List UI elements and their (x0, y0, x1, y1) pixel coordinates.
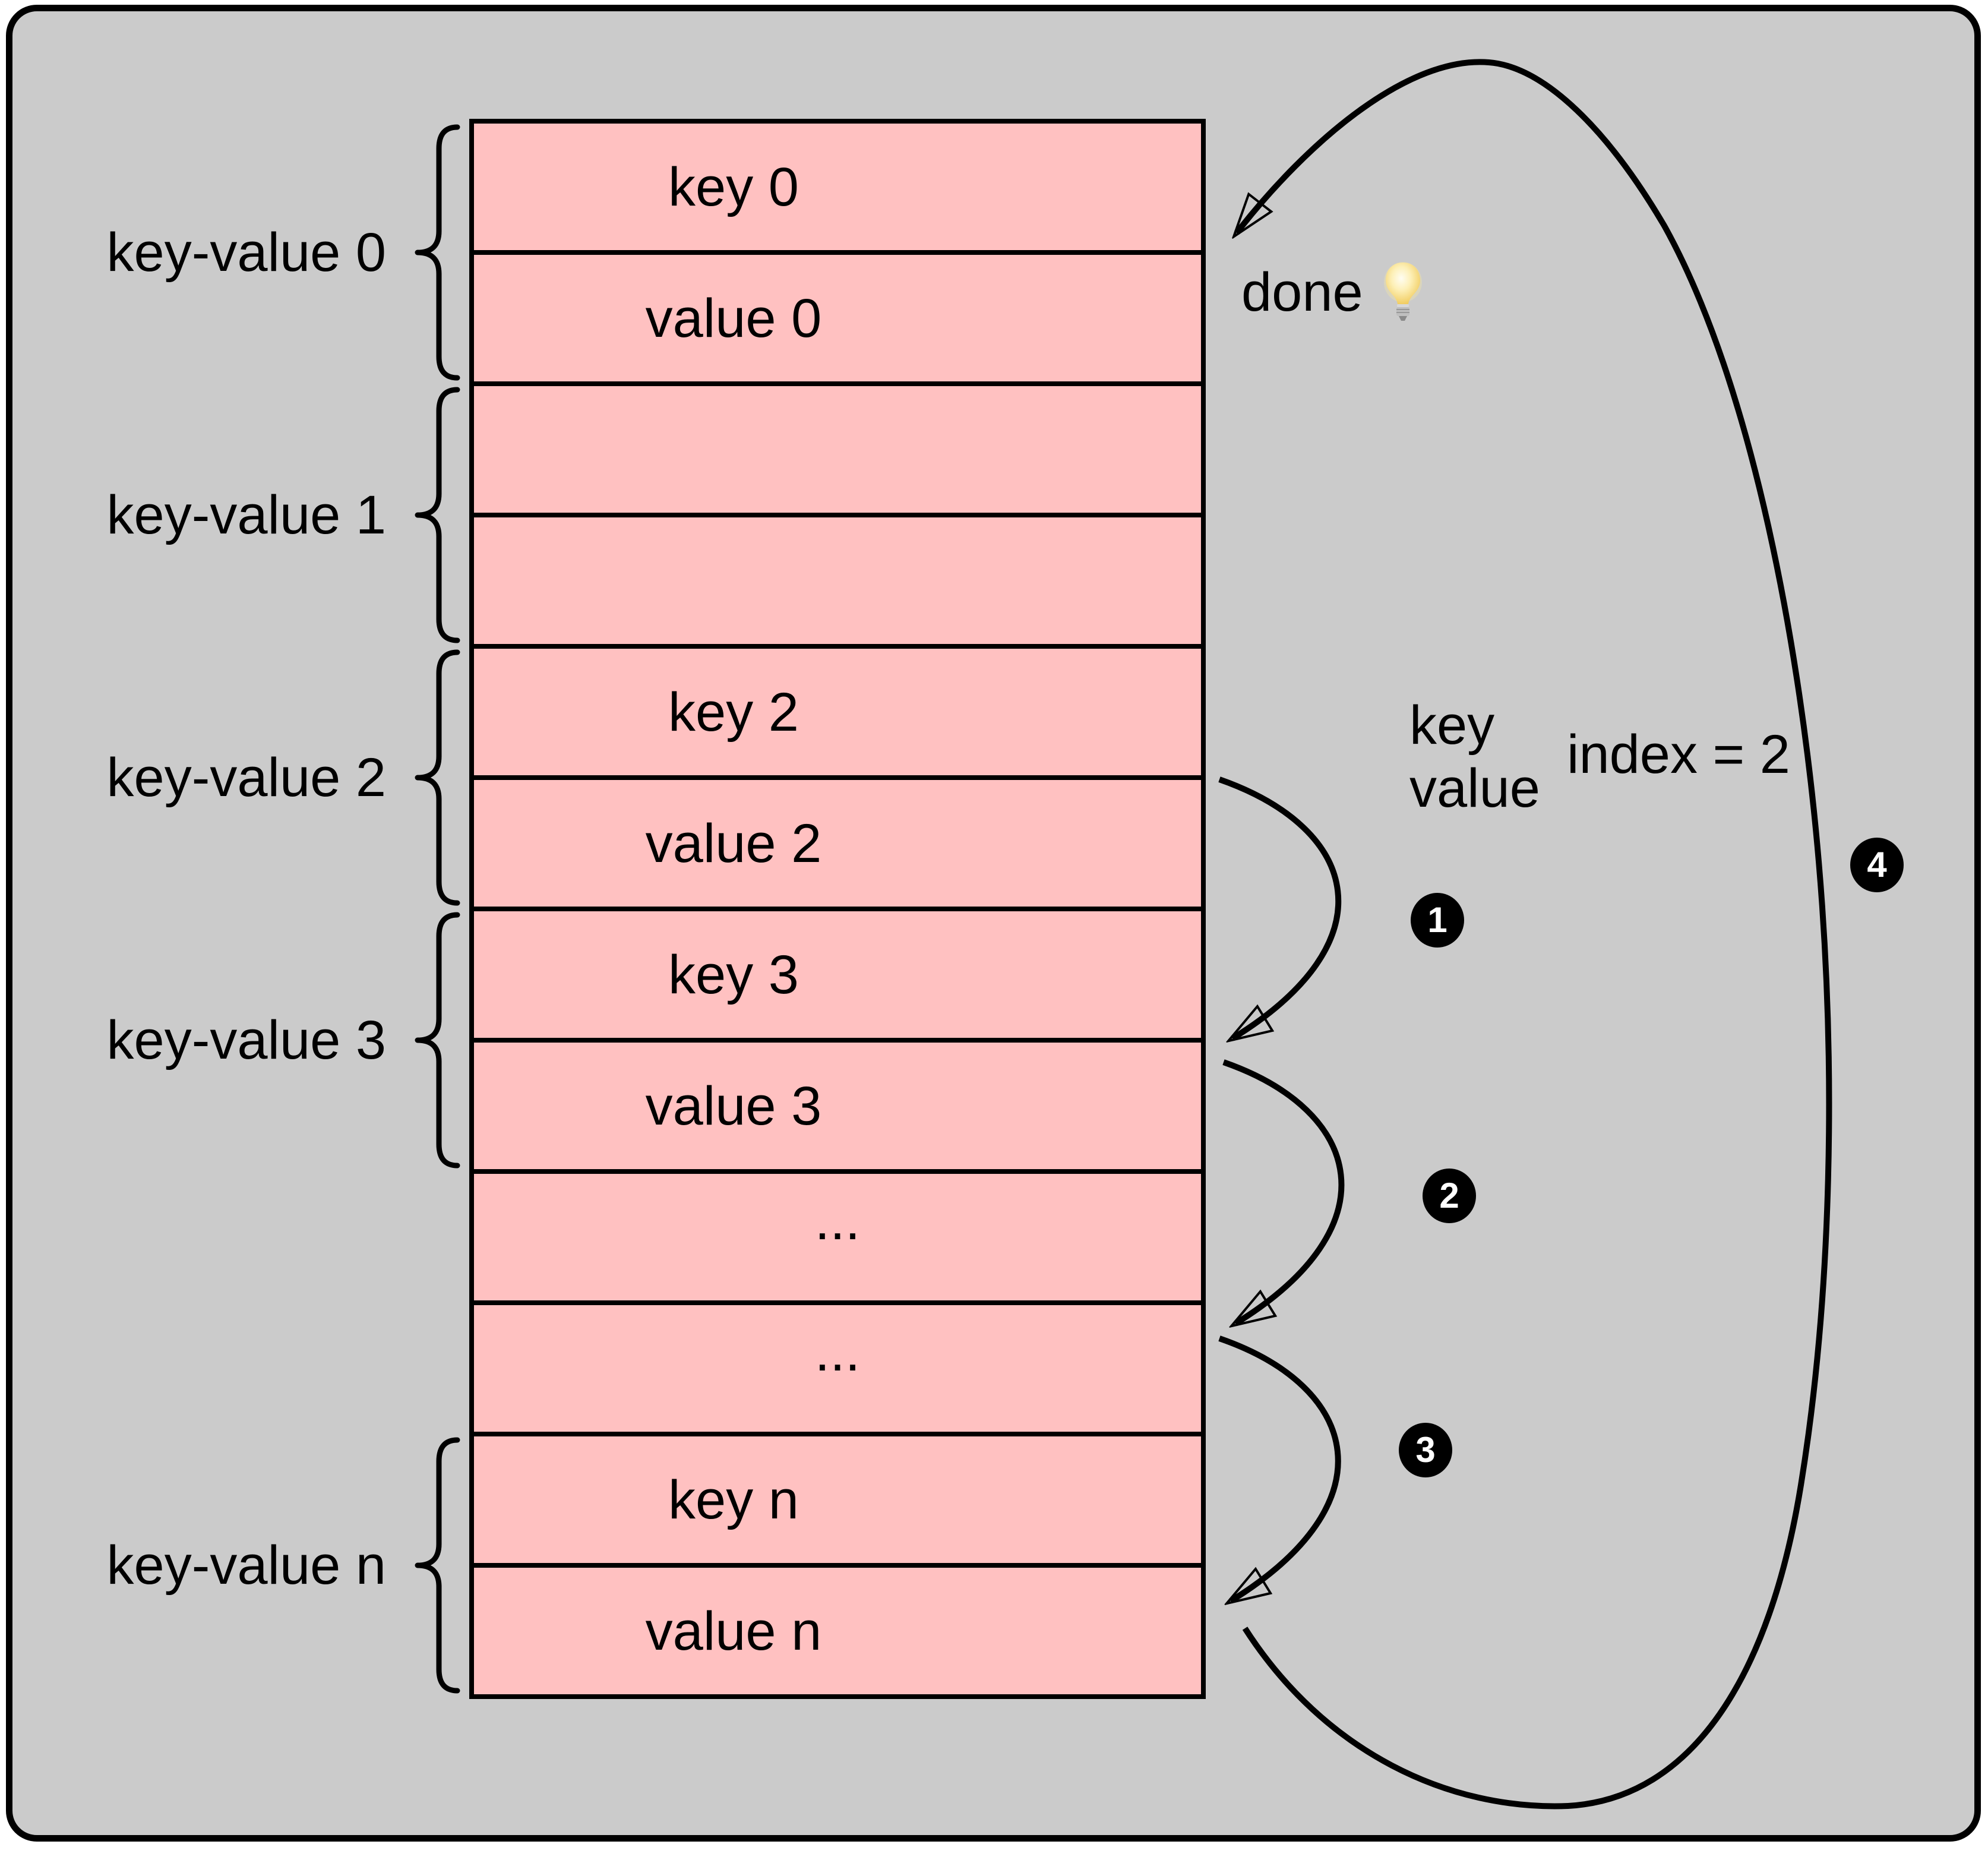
table-row: value 0 (474, 255, 1201, 381)
done-annotation: done (1241, 261, 1423, 323)
cell-label: value 0 (645, 288, 822, 349)
table-row (474, 517, 1201, 644)
index-label: index = 2 (1567, 724, 1790, 785)
table-row: value n (474, 1568, 1201, 1694)
step-badge-1: 1 (1411, 893, 1464, 948)
moved-pair-note: key value (1409, 694, 1540, 820)
pair-label-key-value-2: key-value 2 (106, 747, 386, 808)
step-badge-2: 2 (1423, 1169, 1476, 1223)
table-row (474, 386, 1201, 513)
table-row: key 0 (474, 124, 1201, 250)
table-row: key 2 (474, 649, 1201, 775)
table-row: value 3 (474, 1043, 1201, 1169)
cell-label: ... (814, 1321, 861, 1382)
step-badge-3: 3 (1399, 1423, 1452, 1477)
table-row: ... (474, 1174, 1201, 1300)
moved-key-label: key (1409, 695, 1495, 756)
pair-label-key-value-n: key-value n (106, 1535, 386, 1596)
table-row: ... (474, 1305, 1201, 1432)
key-value-table: key 0 value 0 key 2 value 2 key 3 value 3....… (469, 119, 1206, 1699)
step-badge-4: 4 (1850, 838, 1904, 892)
cell-label: ... (814, 1190, 861, 1251)
moved-value-label: value (1409, 758, 1540, 819)
table-row: key 3 (474, 911, 1201, 1038)
table-row: key n (474, 1436, 1201, 1563)
cell-label: key 3 (668, 944, 799, 1005)
cell-label: key 2 (668, 681, 799, 743)
cell-label: value 2 (645, 813, 822, 874)
table-row: value 2 (474, 780, 1201, 907)
done-label: done (1241, 262, 1363, 323)
pair-label-key-value-0: key-value 0 (106, 222, 386, 283)
pair-label-key-value-1: key-value 1 (106, 485, 386, 545)
pair-label-key-value-3: key-value 3 (106, 1010, 386, 1070)
cell-label: value 3 (645, 1075, 822, 1136)
cell-label: key n (668, 1469, 799, 1530)
cell-label: key 0 (668, 156, 799, 217)
cell-label: value n (645, 1600, 822, 1662)
lightbulb-icon (1383, 262, 1422, 321)
